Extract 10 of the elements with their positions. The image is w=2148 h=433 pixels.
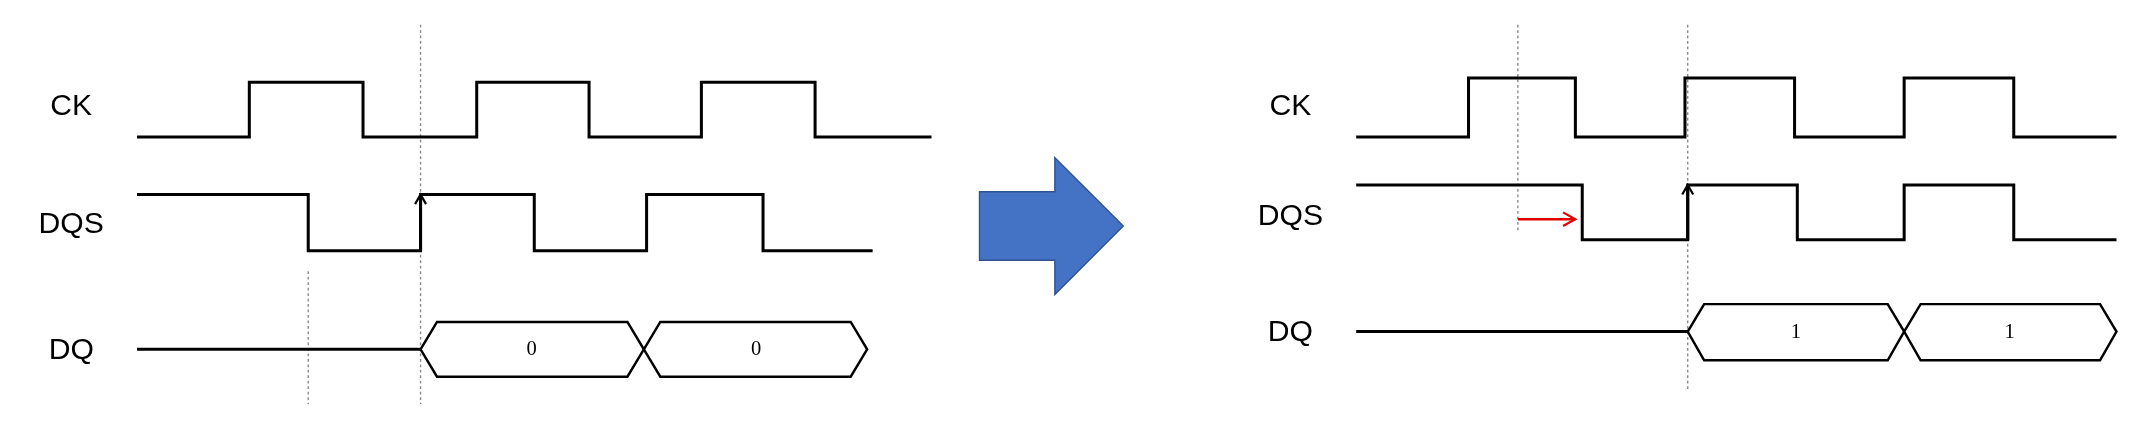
- signal-name: DQ: [1267, 316, 1314, 347]
- bit-value: 1: [2004, 321, 2015, 342]
- signal-name: CK: [1269, 90, 1312, 121]
- signal-name: DQ: [48, 334, 94, 365]
- signal-name: DQS: [1257, 200, 1324, 231]
- signal-name: DQS: [38, 208, 104, 239]
- bit-value: 1: [1790, 321, 1802, 342]
- signal-name: CK: [50, 90, 93, 121]
- bit-value: 0: [526, 339, 537, 360]
- bit-value: 0: [751, 339, 762, 360]
